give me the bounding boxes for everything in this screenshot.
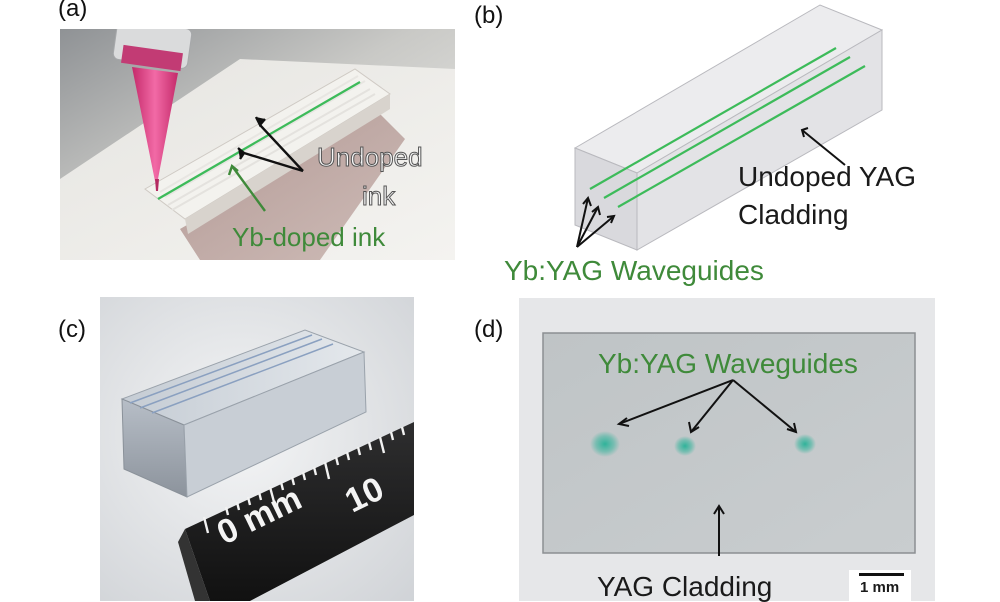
panel-b-label-cladding-1: Undoped YAG [738,161,916,192]
panel-d-arrows [616,379,798,556]
waveguide-spots [590,431,816,457]
panel-a-label-yb-doped: Yb-doped ink [232,222,386,252]
panel-c-photo [100,297,414,601]
panel-d-scale-label: 1 mm [860,579,900,596]
panel-b-letter: (b) [474,2,504,29]
panel-b-schematic [560,0,890,255]
syringe-icon [112,29,193,191]
ruler-ticks [202,426,406,534]
panel-c-letter: (c) [58,316,86,343]
panel-a-letter: (a) [58,0,88,22]
panel-b-label-waveguides: Yb:YAG Waveguides [504,255,764,286]
scale-bar [859,573,904,576]
panel-a-label-ink: ink [361,181,396,211]
panel-d-letter: (d) [474,316,504,343]
ruler [178,422,414,601]
panel-d-photo [519,298,935,601]
panel-a-arrows [237,116,304,173]
panel-a-label-undoped: Undoped [317,142,424,172]
waveguide-lines [589,47,866,208]
panel-d-label-waveguides: Yb:YAG Waveguides [598,348,858,379]
panel-a-ink-lines [157,75,376,211]
panel-b-arrows [576,127,846,248]
panel-a-photo [60,29,455,260]
panel-d-label-cladding: YAG Cladding [597,571,773,602]
yag-crystal [120,329,367,498]
panel-b-label-cladding-2: Cladding [738,199,849,230]
